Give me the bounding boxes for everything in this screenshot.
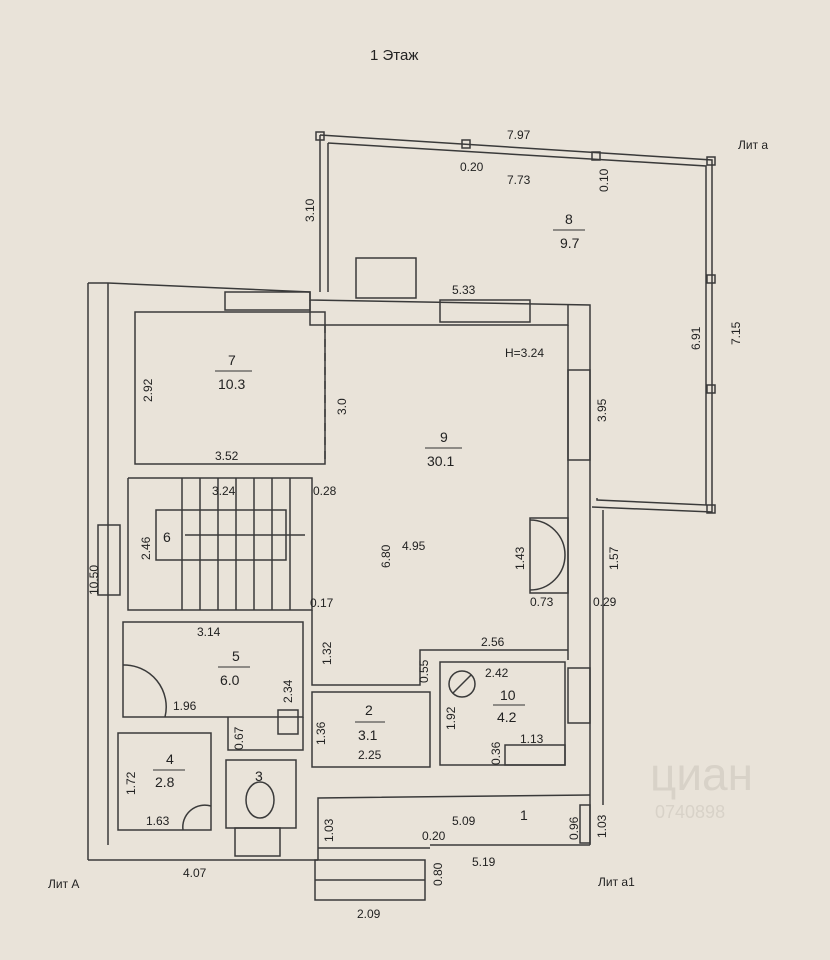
room-4-number: 4 bbox=[166, 751, 174, 767]
floor-title: 1 Этаж bbox=[370, 47, 418, 64]
dim: 2.56 bbox=[481, 635, 505, 649]
room-10-area: 4.2 bbox=[497, 709, 517, 725]
dim: 0.80 bbox=[431, 862, 445, 886]
veranda-walls bbox=[315, 131, 716, 514]
dim: 10.50 bbox=[87, 565, 101, 595]
room-8-area: 9.7 bbox=[560, 235, 580, 251]
dim: 4.95 bbox=[402, 539, 426, 553]
room-9-area: 30.1 bbox=[427, 453, 454, 469]
dim: 3.24 bbox=[212, 484, 236, 498]
ceiling-height: H=3.24 bbox=[505, 346, 544, 360]
dim: 1.92 bbox=[444, 706, 458, 730]
lit-A-label: Лит А bbox=[48, 877, 79, 891]
room-2-area: 3.1 bbox=[358, 727, 378, 743]
room-2-number: 2 bbox=[365, 702, 373, 718]
dim: 3.14 bbox=[197, 625, 221, 639]
dim: 3.0 bbox=[335, 398, 349, 415]
room-9-number: 9 bbox=[440, 429, 448, 445]
dim: 6.91 bbox=[689, 326, 703, 350]
dim: 0.20 bbox=[422, 829, 446, 843]
room-5-number: 5 bbox=[232, 648, 240, 664]
main-walls bbox=[87, 282, 604, 901]
room-5-area: 6.0 bbox=[220, 672, 240, 688]
room-7-area: 10.3 bbox=[218, 376, 245, 392]
dim: 0.17 bbox=[310, 596, 334, 610]
room-4-area: 2.8 bbox=[155, 774, 175, 790]
dim: 6.80 bbox=[379, 544, 393, 568]
dim: 2.25 bbox=[358, 748, 382, 762]
dim: 0.20 bbox=[460, 160, 484, 174]
dim: 0.29 bbox=[593, 595, 617, 609]
dim: 0.36 bbox=[489, 741, 503, 765]
dim: 3.95 bbox=[595, 398, 609, 422]
watermark-brand: циан bbox=[650, 748, 753, 800]
dim: 1.96 bbox=[173, 699, 197, 713]
dim: 5.19 bbox=[472, 855, 496, 869]
dim: 1.03 bbox=[595, 814, 609, 838]
room-8-number: 8 bbox=[565, 211, 573, 227]
dim: 4.07 bbox=[183, 866, 207, 880]
room-7-number: 7 bbox=[228, 352, 236, 368]
dim: 1.13 bbox=[520, 732, 544, 746]
room-3-number: 3 bbox=[255, 768, 263, 784]
dim: 5.09 bbox=[452, 814, 476, 828]
dim: 7.97 bbox=[507, 128, 531, 142]
dim: 1.36 bbox=[314, 721, 328, 745]
dim: 3.10 bbox=[303, 198, 317, 222]
dim: 7.73 bbox=[507, 173, 531, 187]
room-labels: 1 2 3.1 3 4 2.8 5 6.0 6 7 10.3 8 9.7 9 3… bbox=[153, 211, 585, 823]
dim: 1.32 bbox=[320, 641, 334, 665]
room-6-number: 6 bbox=[163, 529, 171, 545]
dim: 1.43 bbox=[513, 546, 527, 570]
dim: 0.55 bbox=[417, 659, 431, 683]
dim: 7.15 bbox=[729, 321, 743, 345]
dim: 3.52 bbox=[215, 449, 239, 463]
dim: 1.63 bbox=[146, 814, 170, 828]
dim: 2.42 bbox=[485, 666, 509, 680]
dim: 5.33 bbox=[452, 283, 476, 297]
dim: 0.73 bbox=[530, 595, 554, 609]
room-10-number: 10 bbox=[500, 687, 516, 703]
lit-a-label: Лит а bbox=[738, 138, 768, 152]
dim: 0.28 bbox=[313, 484, 337, 498]
dim: 2.46 bbox=[139, 536, 153, 560]
dim: 1.03 bbox=[322, 818, 336, 842]
stair-steps bbox=[181, 478, 291, 610]
dim: 2.34 bbox=[281, 679, 295, 703]
dim: 1.57 bbox=[607, 546, 621, 570]
room-1-number: 1 bbox=[520, 807, 528, 823]
dim: 1.72 bbox=[124, 771, 138, 795]
dim: 0.67 bbox=[232, 726, 246, 750]
dim: 2.92 bbox=[141, 378, 155, 402]
lit-a1-label: Лит а1 bbox=[598, 875, 635, 889]
dim: 2.09 bbox=[357, 907, 381, 921]
dimension-labels: 7.97 0.20 7.73 0.10 3.10 5.33 6.91 7.15 … bbox=[87, 128, 743, 921]
watermark-phone: 0740898 bbox=[655, 802, 725, 822]
dim: 0.10 bbox=[597, 168, 611, 192]
dim: 0.96 bbox=[567, 816, 581, 840]
